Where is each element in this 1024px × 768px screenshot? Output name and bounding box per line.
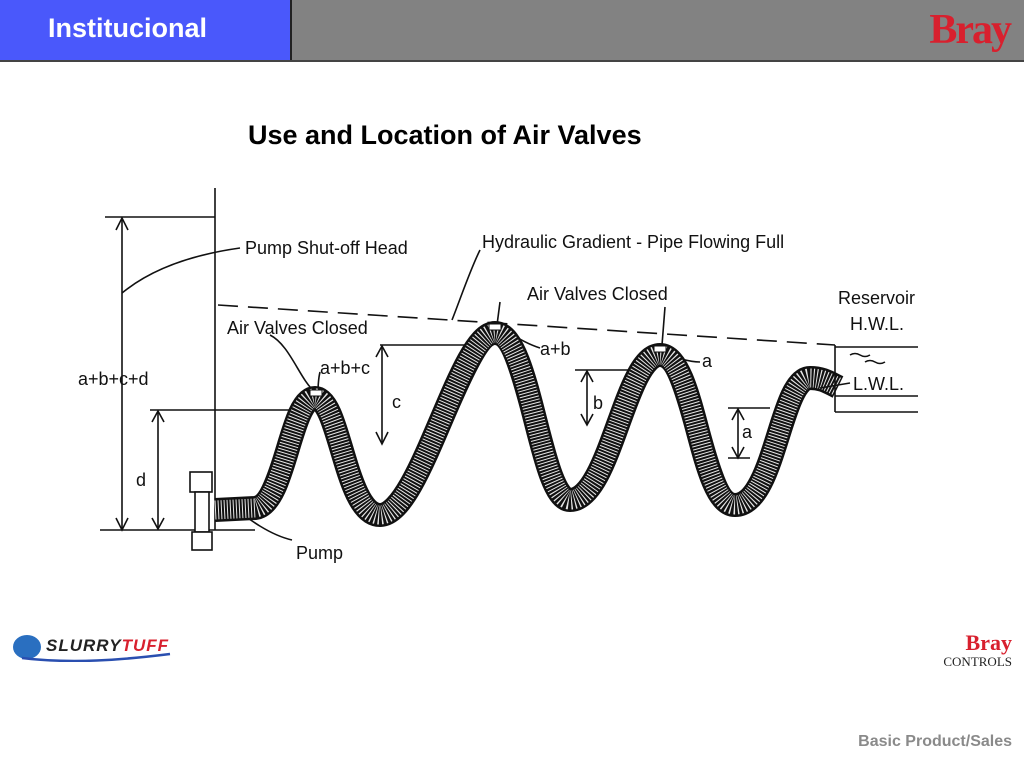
header-section-tab [0,0,292,60]
section-title: Institucional [48,13,208,43]
lwl-label: L.W.L. [853,374,904,394]
a-label: a [742,422,753,442]
hwl-label: H.W.L. [850,314,904,334]
pipe [214,320,844,528]
slide-title: Use and Location of Air Valves [248,120,642,150]
pump-label: Pump [296,543,343,563]
air-valve [488,323,502,331]
d-label: d [136,470,146,490]
air-valves-closed-label: Air Valves Closed [227,318,368,338]
total-label: a+b+c+d [78,369,149,389]
slurrytuff-logo [13,635,171,662]
pump-shutoff-head-label: Pump Shut-off Head [245,238,408,258]
header-bar [292,0,1024,60]
b-label: b [593,393,603,413]
air-valve [653,345,667,353]
footer-text: Basic Product/Sales [858,733,1012,750]
bray-controls-logo: Bray CONTROLS [943,630,1012,670]
air-valves-closed-label: Air Valves Closed [527,284,668,304]
air-valve [309,389,323,397]
c-label: c [392,392,401,412]
header-divider [0,60,1024,62]
abc-label: a+b+c [320,358,370,378]
a-top-label: a [702,351,713,371]
bray-logo: Bray [929,7,1012,53]
ab-label: a+b [540,339,571,359]
hydraulic-gradient-label: Hydraulic Gradient - Pipe Flowing Full [482,232,784,252]
reservoir-label: Reservoir [838,288,915,308]
pump-icon [189,471,213,551]
hydraulic-gradient-line [217,304,836,346]
shutoff-leader [121,247,241,294]
slurrytuff-logo-text: SLURRYTUFF [46,636,170,655]
reservoir-icon [819,345,918,413]
